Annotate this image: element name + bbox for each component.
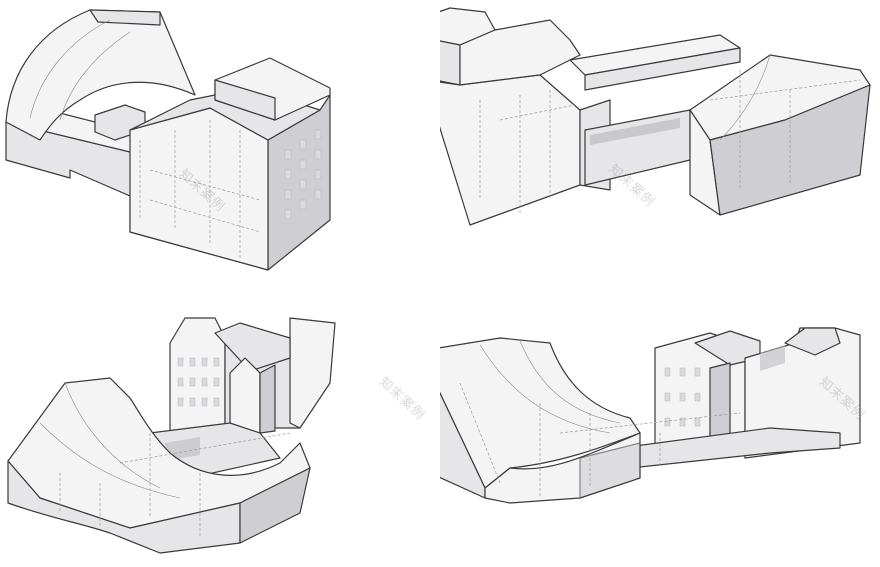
curve-contour-1: [64, 382, 161, 489]
courtyard-shadow: [165, 437, 200, 461]
right-roof-a: [694, 330, 761, 366]
axonometric-view-1: 知末案例: [0, 0, 440, 283]
hidden-structure-lines: [459, 382, 741, 498]
front-curved-roof: [7, 377, 311, 529]
window-grid: [284, 129, 322, 220]
back-building-right: [289, 317, 336, 429]
right-roof-b: [784, 327, 841, 356]
axonometric-view-2: 知末案例: [440, 0, 880, 283]
roof-shadow: [760, 345, 785, 371]
hidden-structure-lines: [479, 70, 861, 215]
low-connector: [619, 427, 841, 469]
left-mass-front: [440, 74, 581, 226]
massing-model-1: [5, 9, 331, 271]
massing-model-2: [440, 7, 871, 226]
curved-mass-notch: [579, 442, 641, 499]
ramp-contour-2: [59, 31, 131, 121]
massing-model-3: [7, 317, 336, 554]
hidden-structure-lines: [59, 432, 291, 538]
gabled-roof-front: [214, 79, 276, 121]
front-side-face: [239, 467, 311, 544]
curve-contour-2: [39, 422, 181, 499]
right-building-front: [129, 107, 269, 271]
left-block-front: [440, 40, 461, 86]
gable-tower: [229, 357, 261, 434]
curve-contour-2: [519, 340, 621, 424]
gable-tower-side: [259, 364, 276, 434]
connector-shadow: [590, 118, 680, 145]
window-grid: [664, 367, 701, 427]
massing-model-4: [440, 327, 861, 504]
hidden-structure-lines: [139, 120, 261, 258]
ramp-contour-1: [29, 19, 111, 119]
axonometric-view-3: 知末案例: [0, 283, 440, 566]
window-grid: [177, 357, 220, 407]
roof-curve: [719, 54, 771, 141]
bridge-front: [584, 47, 741, 91]
curved-ramp-surface: [5, 9, 196, 141]
axonometric-view-4: 知末案例: [440, 283, 880, 566]
